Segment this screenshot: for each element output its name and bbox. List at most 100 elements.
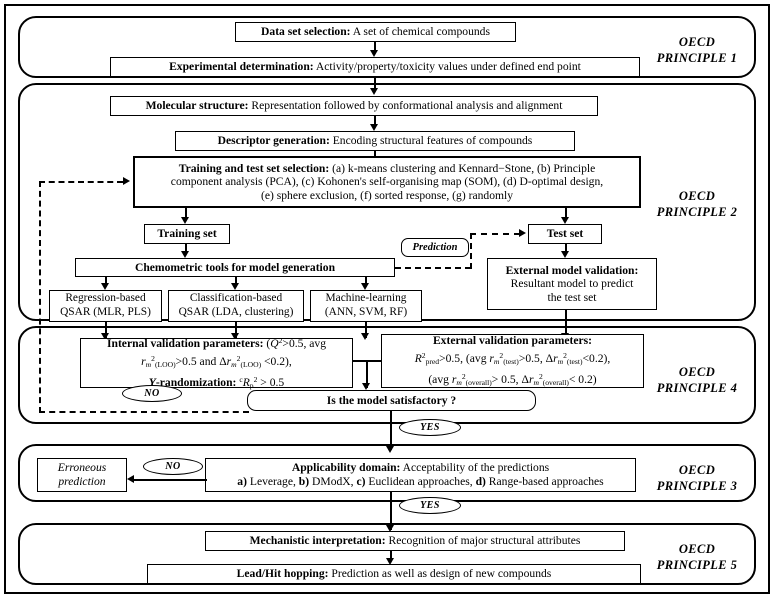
dashed-no-horizontal-bottom (39, 411, 249, 413)
molecular-structure-bold: Molecular structure: (145, 99, 249, 113)
node-training-test-set-selection: Training and test set selection: (a) k-m… (133, 156, 641, 208)
node-lead-hit-hopping: Lead/Hit hopping: Prediction as well as … (147, 564, 641, 584)
internal-validation-line1-rest: (Q2>0.5, avg (263, 336, 326, 350)
edge-chemometric-to-classification (235, 277, 237, 286)
edge-regression-to-internal-validation (105, 322, 107, 338)
erroneous-prediction-line1: Erroneous (57, 461, 107, 475)
edge-mechanistic-to-lead-hit (390, 551, 392, 561)
section-oecd-principle-5 (18, 523, 756, 585)
node-training-set: Training set (144, 224, 230, 244)
machine-learning-line2: (ANN, SVM, RF) (324, 306, 408, 318)
principle-label-4: OECD PRINCIPLE 4 (656, 365, 738, 395)
node-external-validation-parameters: External validation parameters: R2pred>0… (381, 334, 644, 388)
training-selection-line2: component analysis (PCA), (c) Kohonen's … (170, 175, 604, 189)
edge-descriptor-to-training-selection (374, 151, 376, 160)
edge-decision-yes-to-applicability (390, 411, 392, 450)
edge-validation-join-vertical (366, 360, 368, 388)
node-molecular-structure: Molecular structure: Representation foll… (110, 96, 598, 116)
mechanistic-rest: Recognition of major structural attribut… (385, 534, 581, 548)
principle-label-2: OECD PRINCIPLE 2 (656, 189, 738, 219)
node-internal-validation-parameters: Internal validation parameters: (Q2>0.5,… (80, 336, 353, 390)
outer-frame (4, 4, 770, 594)
edge-training-set-to-chemometric (185, 244, 187, 254)
edge-molecular-to-descriptor (374, 116, 376, 126)
edge-selection-to-test-set (565, 208, 567, 220)
node-test-set: Test set (528, 224, 602, 244)
external-model-validation-line2: Resultant model to predict (510, 277, 634, 291)
node-mechanistic-interpretation: Mechanistic interpretation: Recognition … (205, 531, 625, 551)
tag-prediction: Prediction (401, 238, 469, 257)
experimental-determination-bold: Experimental determination: (169, 60, 314, 74)
arrow-prediction-to-test-set (519, 229, 526, 237)
external-model-validation-line1: External model validation: (505, 263, 639, 277)
data-set-selection-rest: A set of chemical compounds (350, 25, 490, 39)
internal-validation-line2: rm2(LOO)>0.5 and Δrm2(LOO) <0.2), (141, 354, 292, 369)
edge-label-yes-domain: YES (399, 497, 461, 514)
node-chemometric-tools: Chemometric tools for model generation (75, 258, 395, 277)
applicability-domain-line1-rest: Acceptability of the predictions (400, 461, 550, 475)
arrow-training-set-to-chemometric (181, 251, 189, 258)
edge-classification-to-internal-validation (235, 322, 237, 338)
external-validation-line3: (avg rm2(overall)> 0.5, Δrm2(overall)< 0… (428, 371, 597, 387)
principle-label-1: OECD PRINCIPLE 1 (656, 35, 738, 65)
dashed-prediction-vertical (470, 233, 472, 269)
arrow-chemometric-to-machine-learning (361, 283, 369, 290)
lead-hit-bold: Lead/Hit hopping: (236, 567, 329, 581)
edge-label-no-domain: NO (143, 458, 203, 475)
internal-validation-line1-bold: Internal validation parameters: (106, 337, 264, 350)
arrow-mechanistic-to-lead-hit (386, 558, 394, 565)
data-set-selection-bold: Data set selection: (261, 25, 351, 39)
edge-chemometric-to-machine-learning (365, 277, 367, 286)
arrow-decision-yes-to-applicability (386, 446, 394, 453)
classification-line1: Classification-based (189, 292, 283, 305)
lead-hit-rest: Prediction as well as design of new comp… (328, 567, 552, 581)
applicability-domain-line2: a) Leverage, b) DModX, c) Euclidean appr… (237, 475, 604, 488)
arrow-chemometric-to-classification (231, 283, 239, 290)
arrow-regression-to-internal-validation (101, 333, 109, 340)
node-is-model-satisfactory: Is the model satisfactory ? (247, 390, 536, 411)
arrow-chemometric-to-regression (101, 283, 109, 290)
dashed-no-vertical (39, 181, 41, 413)
arrow-dataset-to-experimental (370, 50, 378, 57)
edge-label-yes-model: YES (399, 419, 461, 436)
dashed-prediction-horizontal-2 (470, 233, 520, 235)
node-classification-based-qsar: Classification-based QSAR (LDA, clusteri… (168, 290, 304, 322)
experimental-determination-rest: Activity/property/toxicity values under … (313, 60, 581, 74)
mechanistic-bold: Mechanistic interpretation: (249, 534, 386, 548)
arrow-experimental-to-molecular (370, 88, 378, 95)
arrow-classification-to-internal-validation (231, 333, 239, 340)
arrow-test-set-to-external-validation (561, 251, 569, 258)
edge-applicability-yes-to-mechanistic (390, 492, 392, 530)
node-erroneous-prediction: Erroneous prediction (37, 458, 127, 492)
node-experimental-determination: Experimental determination: Activity/pro… (110, 57, 640, 77)
principle-label-5: OECD PRINCIPLE 5 (656, 542, 738, 572)
node-machine-learning: Machine-learning (ANN, SVM, RF) (310, 290, 422, 322)
erroneous-prediction-line2: prediction (58, 475, 106, 488)
regression-line1: Regression-based (65, 292, 146, 305)
descriptor-generation-bold: Descriptor generation: (217, 134, 330, 148)
node-descriptor-generation: Descriptor generation: Encoding structur… (175, 131, 575, 151)
arrow-validation-to-decision (362, 383, 370, 390)
regression-line2: QSAR (MLR, PLS) (60, 306, 151, 318)
training-selection-line3: (e) sphere exclusion, (f) sorted respons… (260, 188, 514, 202)
arrow-applicability-yes-to-mechanistic (386, 525, 394, 532)
training-selection-bold: Training and test set selection: (178, 161, 330, 175)
node-regression-based-qsar: Regression-based QSAR (MLR, PLS) (49, 290, 162, 322)
arrow-machine-learning-to-internal-validation (361, 333, 369, 340)
node-external-model-validation: External model validation: Resultant mod… (487, 258, 657, 310)
dashed-prediction-horizontal-1 (395, 267, 471, 269)
descriptor-generation-rest: Encoding structural features of compound… (329, 134, 533, 148)
arrow-applicability-no-to-erroneous (127, 475, 134, 483)
edge-test-set-to-external-validation (565, 244, 567, 254)
edge-label-no-model: NO (122, 385, 182, 402)
edge-chemometric-to-regression (105, 277, 107, 286)
arrow-selection-to-training-set (181, 217, 189, 224)
node-data-set-selection: Data set selection: A set of chemical co… (235, 22, 516, 42)
external-model-validation-line3: the test set (547, 290, 597, 304)
dashed-no-horizontal-top (39, 181, 123, 183)
edge-dataset-to-experimental (374, 42, 376, 52)
section-oecd-principle-1 (18, 16, 756, 78)
classification-line2: QSAR (LDA, clustering) (178, 306, 294, 318)
internal-validation-line3: Y-randomization: cRp2 > 0.5 (148, 375, 285, 390)
arrow-selection-to-test-set (561, 217, 569, 224)
